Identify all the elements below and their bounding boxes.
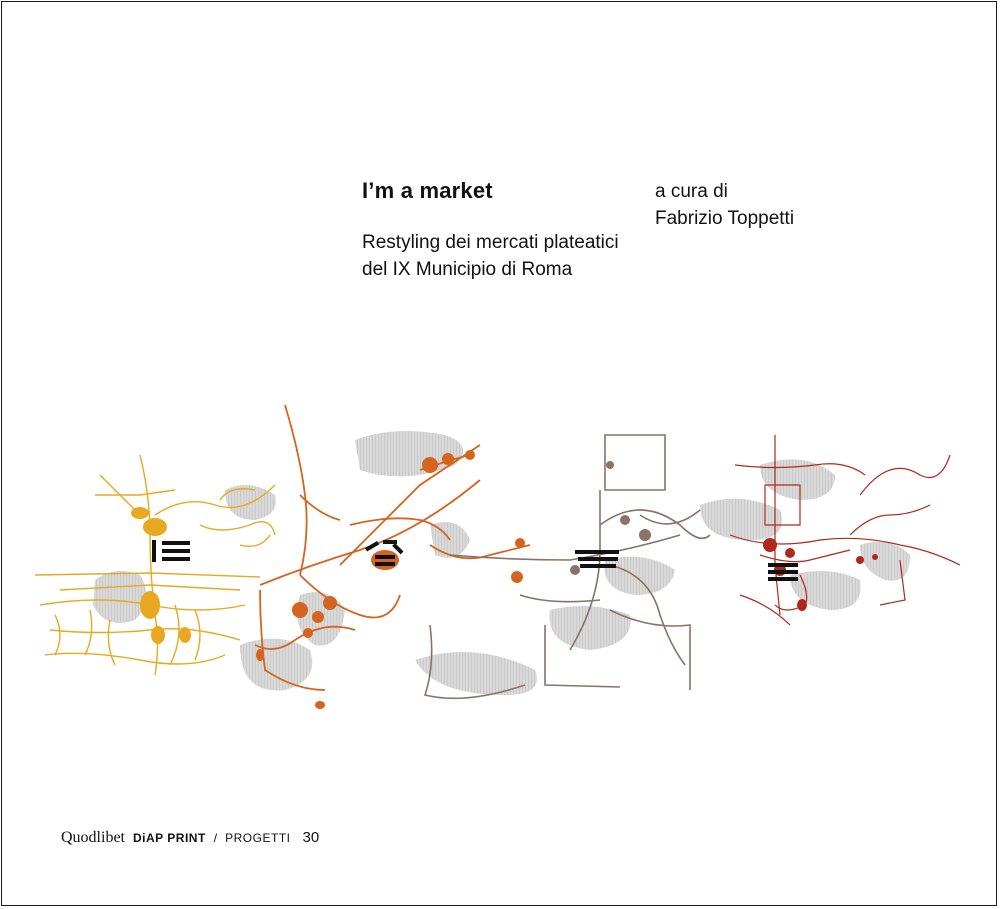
network-brown-nodes xyxy=(570,461,651,575)
curator-name: Fabrizio Toppetti xyxy=(655,208,795,229)
network-yellow-nodes xyxy=(131,507,191,644)
collection-name: PROGETTI xyxy=(225,831,291,845)
subtitle-line-1: Restyling dei mercati plateatici xyxy=(362,232,619,253)
market-network-illustration xyxy=(34,404,961,709)
volume-number: 30 xyxy=(302,829,320,846)
curator-prefix: a cura di xyxy=(655,181,728,202)
publisher-footer: Quodlibet DiAP PRINT / PROGETTI 30 xyxy=(61,829,319,847)
series-separator: / xyxy=(213,831,218,845)
network-brown xyxy=(423,434,711,700)
market-plan-markers xyxy=(152,540,798,581)
series-name: DiAP PRINT xyxy=(133,831,206,845)
publisher-name: Quodlibet xyxy=(61,829,125,846)
book-subtitle: Restyling dei mercati plateatici del IX … xyxy=(362,229,619,283)
subtitle-line-2: del IX Municipio di Roma xyxy=(362,259,573,280)
curator-block: a cura di Fabrizio Toppetti xyxy=(655,178,794,232)
network-orange xyxy=(254,404,531,691)
book-title: I’m a market xyxy=(362,178,493,203)
